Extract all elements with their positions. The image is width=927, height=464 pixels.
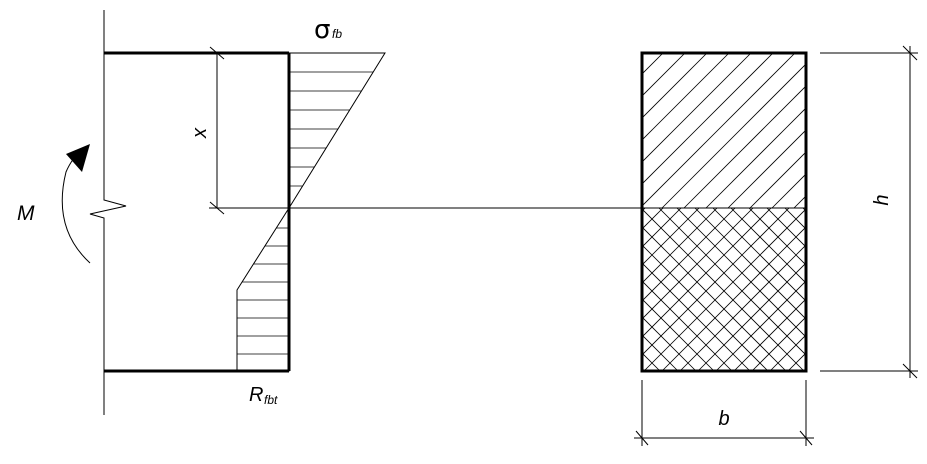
x-dimension-label: x (189, 127, 211, 139)
hatch-line (882, 8, 927, 208)
hatch-line (661, 63, 806, 208)
hatch-line (642, 53, 730, 141)
hatch-line (715, 280, 806, 371)
beam-break-line (89, 10, 127, 415)
hatch-line (642, 53, 752, 163)
hatch-line (642, 53, 774, 185)
tension-hatching (237, 227, 289, 355)
R-symbol: R (249, 384, 263, 406)
hatch-line (642, 316, 697, 371)
hatch-line (705, 107, 806, 208)
hatch-line (733, 298, 806, 371)
hatch-line (642, 298, 715, 371)
hatch-line (749, 151, 806, 208)
tension-stress-block (236, 206, 290, 372)
hatch-line (486, 8, 686, 208)
hatch-line (734, 121, 927, 371)
hatch-line (642, 53, 796, 207)
h-tick-bottom (902, 363, 918, 379)
x-dimension-tick-top (209, 46, 225, 60)
h-dimension-label: h (871, 194, 893, 205)
hatch-line (694, 208, 806, 320)
sigma-subscript: fb (332, 27, 342, 41)
hatch-line (904, 8, 927, 208)
h-tick-top (902, 45, 918, 61)
hatch-line (464, 8, 664, 208)
hatch-line (642, 208, 805, 371)
sigma-symbol: σ (314, 15, 330, 45)
hatch-line (770, 121, 927, 371)
moment-label: M (17, 202, 35, 225)
hatch-line (642, 262, 751, 371)
hatch-line (676, 208, 806, 338)
b-tick-left (635, 430, 649, 446)
hatch-line (896, 121, 927, 371)
hatch-line (658, 208, 806, 356)
hatch-line (642, 370, 643, 371)
hatch-line (784, 208, 806, 230)
compression-stress-triangle (288, 52, 386, 210)
hatch-line (679, 244, 806, 371)
hatch-line (730, 208, 806, 284)
x-dimension-tick-bottom (209, 201, 225, 215)
hatch-line (842, 121, 927, 371)
hatch-line (838, 8, 927, 208)
hatch-line (751, 316, 806, 371)
hatch-line (727, 129, 806, 208)
hatch-line (771, 173, 806, 208)
cross-section-outline (640, 51, 808, 373)
sigma-fb-label: σ fb (314, 15, 342, 45)
hatch-line (769, 334, 806, 371)
hatch-line (683, 85, 806, 208)
hatch-line (802, 208, 806, 212)
compression-zone-hatching (442, 8, 927, 208)
moment-arrow-arc (61, 149, 91, 264)
hatch-line (642, 280, 733, 371)
compression-hatching (289, 71, 385, 206)
hatch-line (787, 352, 806, 371)
hatch-line (878, 121, 927, 371)
hatch-line (712, 208, 806, 302)
hatch-line (914, 121, 927, 371)
hatch-line (748, 208, 806, 266)
hatch-line (878, 121, 927, 371)
hatch-line (805, 370, 806, 371)
hatch-line (824, 121, 927, 371)
hatch-line (442, 8, 642, 208)
hatch-line (642, 53, 686, 97)
hatch-line (806, 121, 927, 371)
hatch-line (642, 53, 708, 119)
hatch-line (697, 262, 806, 371)
moment-arrow-head (66, 144, 90, 172)
hatch-line (788, 121, 927, 371)
R-subscript: fbt (264, 393, 278, 407)
hatch-line (642, 352, 661, 371)
tension-zone-crosshatching (392, 121, 927, 371)
hatch-line (752, 121, 927, 371)
R-fbt-label: R fbt (249, 384, 278, 407)
hatch-line (410, 121, 660, 371)
hatch-line (842, 121, 927, 371)
b-tick-right (799, 430, 813, 446)
hatch-line (793, 195, 806, 208)
b-dimension-label: b (718, 408, 729, 430)
hatch-line (914, 121, 927, 371)
hatch-line (860, 121, 927, 371)
hatch-line (896, 121, 927, 371)
hatch-line (392, 121, 642, 371)
hatch-line (642, 53, 664, 75)
hatch-line (860, 121, 927, 371)
hatch-line (860, 8, 927, 208)
hatch-line (824, 121, 927, 371)
hatch-line (642, 226, 787, 371)
